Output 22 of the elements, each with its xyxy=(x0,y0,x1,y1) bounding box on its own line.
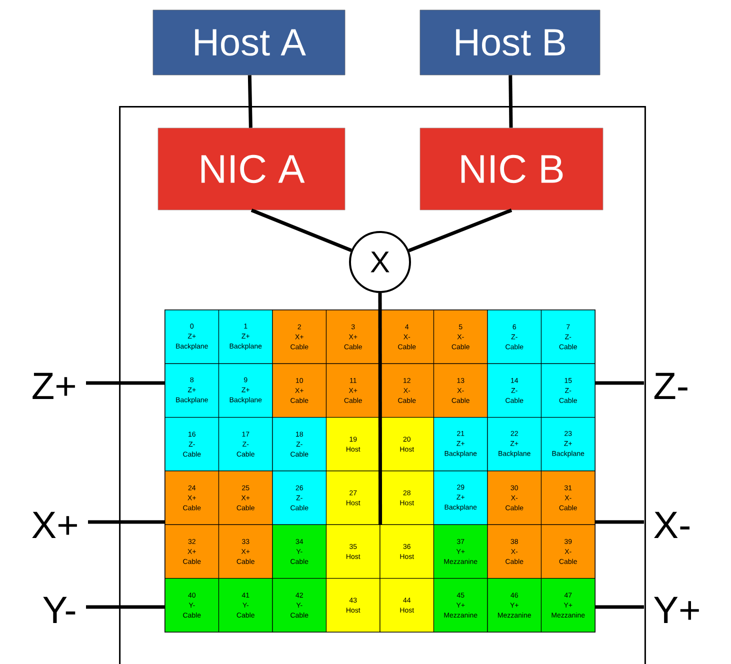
nic-box: NIC B xyxy=(420,128,604,210)
connector-line xyxy=(250,208,352,252)
connector-line xyxy=(596,520,644,524)
port-label: Z- xyxy=(654,372,688,400)
connector-line xyxy=(248,75,252,128)
host-box: Host A xyxy=(152,10,346,76)
port-label: Y+ xyxy=(654,596,699,624)
port-label: X- xyxy=(654,512,690,538)
connector-line xyxy=(596,605,644,609)
nic-box: NIC A xyxy=(158,128,346,210)
connector-line xyxy=(508,75,513,128)
connector-line xyxy=(596,381,644,385)
connector-line xyxy=(378,292,382,525)
connector-line xyxy=(88,520,164,524)
port-label: Y- xyxy=(43,596,76,624)
connector-line xyxy=(86,605,164,609)
host-box: Host B xyxy=(420,10,600,76)
port-label: X+ xyxy=(32,512,77,538)
connector-line xyxy=(408,208,512,252)
connector-line xyxy=(86,381,164,385)
chassis-outline xyxy=(119,106,646,664)
port-label: Z+ xyxy=(32,372,75,400)
